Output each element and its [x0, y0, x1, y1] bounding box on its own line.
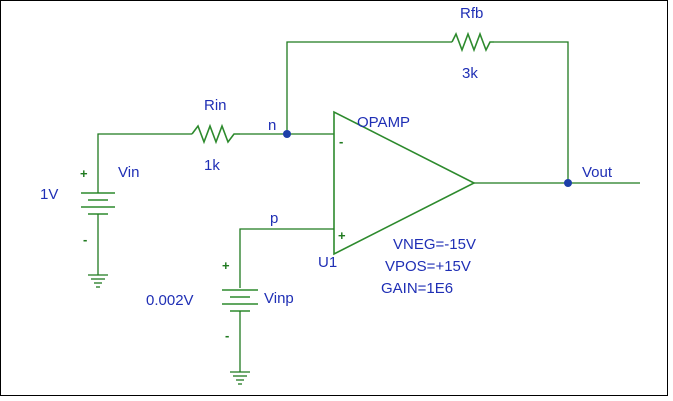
vinp-minus-label: - — [225, 328, 229, 343]
opamp-noninverting-pin-label: + — [338, 228, 346, 243]
resistor-rfb[interactable] — [451, 31, 494, 53]
rin-value-label: 1k — [204, 157, 220, 174]
source-vin[interactable] — [81, 185, 115, 275]
vin-minus-label: - — [83, 232, 87, 247]
vinp-value-label: 0.002V — [146, 292, 194, 309]
resistor-rin[interactable] — [191, 123, 240, 145]
vinp-name-label: Vinp — [264, 290, 294, 307]
opamp-param-gain: GAIN=1E6 — [381, 280, 453, 297]
wire-vin-to-rin[interactable] — [97, 133, 192, 185]
vin-name-label: Vin — [118, 164, 139, 181]
rfb-value-label: 3k — [462, 65, 478, 82]
ground-symbol-vinp — [230, 371, 250, 385]
source-vinp[interactable] — [222, 289, 258, 372]
vin-plus-label: + — [80, 166, 88, 181]
wire-rfb-to-vout[interactable] — [494, 41, 569, 183]
net-label-p: p — [270, 210, 278, 227]
rin-name-label: Rin — [204, 97, 227, 114]
net-label-n: n — [268, 117, 276, 134]
net-label-vout: Vout — [582, 164, 613, 181]
opamp-ref-label: U1 — [318, 254, 337, 271]
opamp-body[interactable] — [333, 110, 476, 256]
rfb-name-label: Rfb — [460, 5, 483, 22]
vin-value-label: 1V — [40, 186, 58, 203]
opamp-inverting-pin-label: - — [339, 134, 343, 149]
vinp-plus-label: + — [222, 258, 230, 273]
junction-node-vout[interactable] — [564, 179, 572, 187]
opamp-param-vpos: VPOS=+15V — [385, 258, 471, 275]
ground-symbol-vin — [88, 274, 108, 288]
wire-noninverting-to-vinp[interactable] — [239, 228, 334, 288]
opamp-model-label: OPAMP — [357, 114, 410, 131]
wire-n-to-rfb[interactable] — [286, 41, 452, 134]
opamp-param-vneg: VNEG=-15V — [393, 236, 476, 253]
junction-node-n[interactable] — [283, 130, 291, 138]
